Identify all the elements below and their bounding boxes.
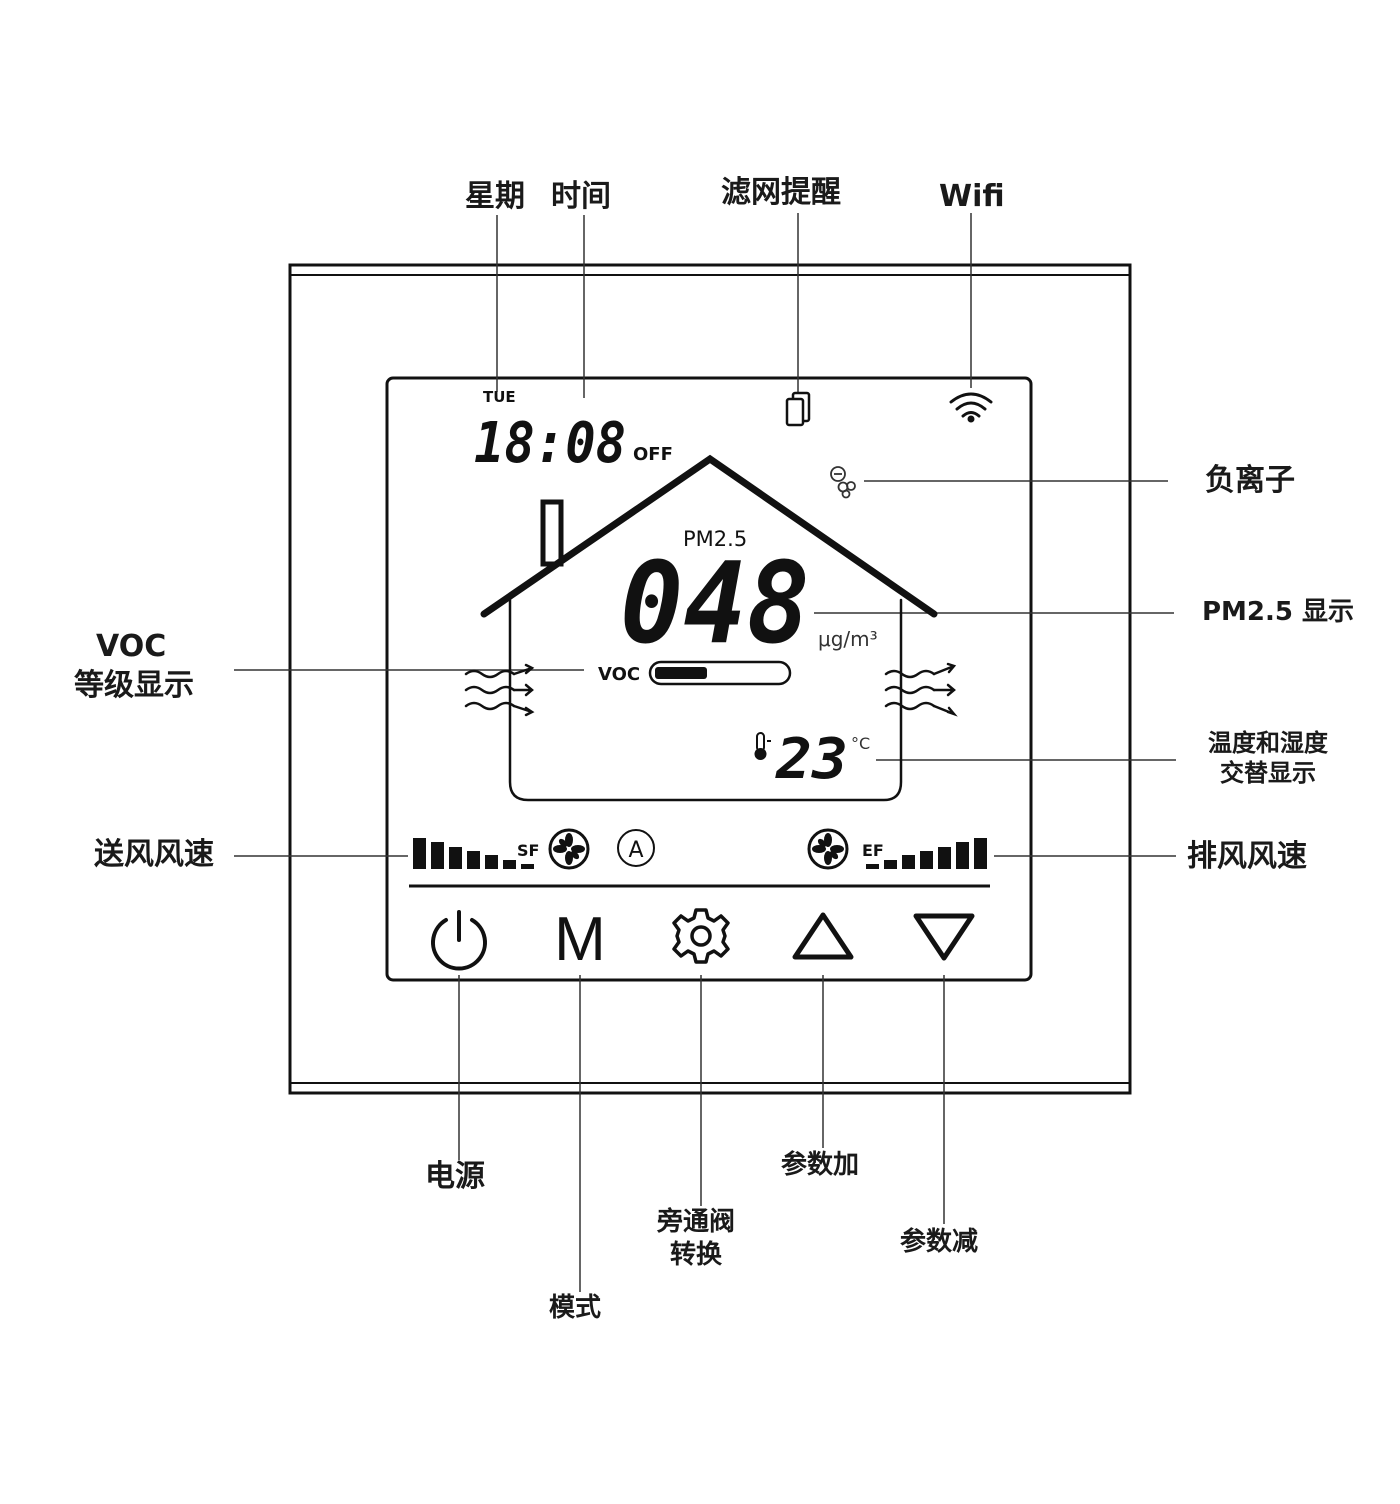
voc-label: VOC [598,664,640,685]
lcd-screen [385,376,1033,982]
label-param-down: 参数减 [900,1227,979,1257]
lcd-clock: 18:08 [474,411,626,476]
label-bypass-line2: 转换 [670,1240,723,1270]
negative-ion-icon [830,466,856,499]
label-pm25-display: PM2.5 显示 [1202,597,1355,627]
label-filter-reminder: 滤网提醒 [721,175,841,210]
power-icon [431,910,487,971]
label-week: 星期 [465,179,525,214]
temperature-unit: °C [851,734,870,753]
gear-icon [672,908,730,964]
exhaust-fan-speed-bars [866,838,987,869]
leader-lines [234,213,1176,1292]
label-wifi: Wifi [939,179,1005,214]
label-voc-line1: VOC [96,629,167,664]
supply-fan-speed-bars [413,838,534,869]
bypass-valve-button[interactable] [667,902,735,972]
lcd-day: TUE [483,388,516,406]
power-button[interactable] [425,902,493,972]
label-param-up: 参数加 [781,1150,860,1180]
lcd-clock-state: OFF [633,444,673,465]
outer-frame [288,263,1132,1095]
label-supply-fan-speed: 送风风速 [94,837,214,872]
temperature-value: 23 [775,727,848,792]
label-voc-line2: 等级显示 [74,668,194,703]
voc-level-fill [655,667,707,679]
label-mode: 模式 [549,1293,602,1323]
filter-icon [785,391,811,427]
auto-label: A [628,838,643,863]
auto-mode-indicator: A [617,829,655,867]
label-exhaust-fan-speed: 排风风速 [1187,839,1307,874]
pm25-unit: μg/m³ [818,627,878,651]
label-temp-humidity-line1: 温度和湿度 [1208,729,1328,757]
param-down-button[interactable] [910,902,978,972]
pm25-value: 048 [620,539,810,669]
label-time: 时间 [551,179,611,214]
thermometer-icon [754,732,771,760]
house-outline [480,454,938,802]
voc-level-bar [648,660,792,686]
label-power: 电源 [425,1159,485,1194]
exhaust-airflow-icon [884,662,958,717]
label-negative-ion: 负离子 [1205,463,1295,498]
sf-label: SF [517,841,539,860]
exhaust-fan-icon [807,828,849,870]
triangle-down-icon [913,913,975,961]
param-up-button[interactable] [789,902,857,972]
label-bypass-line1: 旁通阀 [657,1207,736,1237]
supply-fan-icon [548,828,590,870]
mode-button[interactable]: M [546,902,614,974]
triangle-up-icon [792,912,854,960]
pm25-label: PM2.5 [683,527,747,551]
wifi-icon [949,392,993,423]
supply-airflow-icon [464,663,535,717]
ef-label: EF [862,841,884,860]
mode-button-label: M [554,905,606,974]
label-temp-humidity-line2: 交替显示 [1220,759,1316,787]
